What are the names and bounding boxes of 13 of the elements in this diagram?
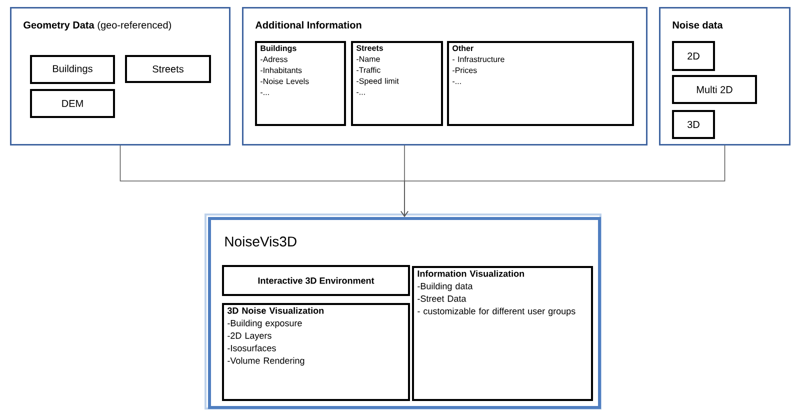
- item-box: Streets: [125, 55, 211, 83]
- list-box: Information Visualization -Building data -Street Data - customizable for different user groups: [412, 266, 593, 401]
- list-box: Streets -Name -Traffic -Speed limit -...: [351, 41, 443, 126]
- item-box: 2D: [672, 41, 715, 71]
- item-box: Multi 2D: [672, 75, 757, 104]
- connector-arrow: [400, 145, 726, 217]
- list-box: 3D Noise Visualization -Building exposure -2D Layers -Isosurfaces -Volume Rendering: [222, 303, 410, 401]
- item-box: DEM: [30, 89, 115, 118]
- list-box: Other - Infrastructure -Prices -...: [447, 41, 634, 126]
- item-box: Buildings: [30, 55, 115, 84]
- item-box: 3D: [672, 110, 715, 139]
- item-box: Interactive 3D Environment: [222, 265, 410, 296]
- list-box: Buildings -Adress -Inhabitants -Noise Levels -...: [255, 41, 346, 126]
